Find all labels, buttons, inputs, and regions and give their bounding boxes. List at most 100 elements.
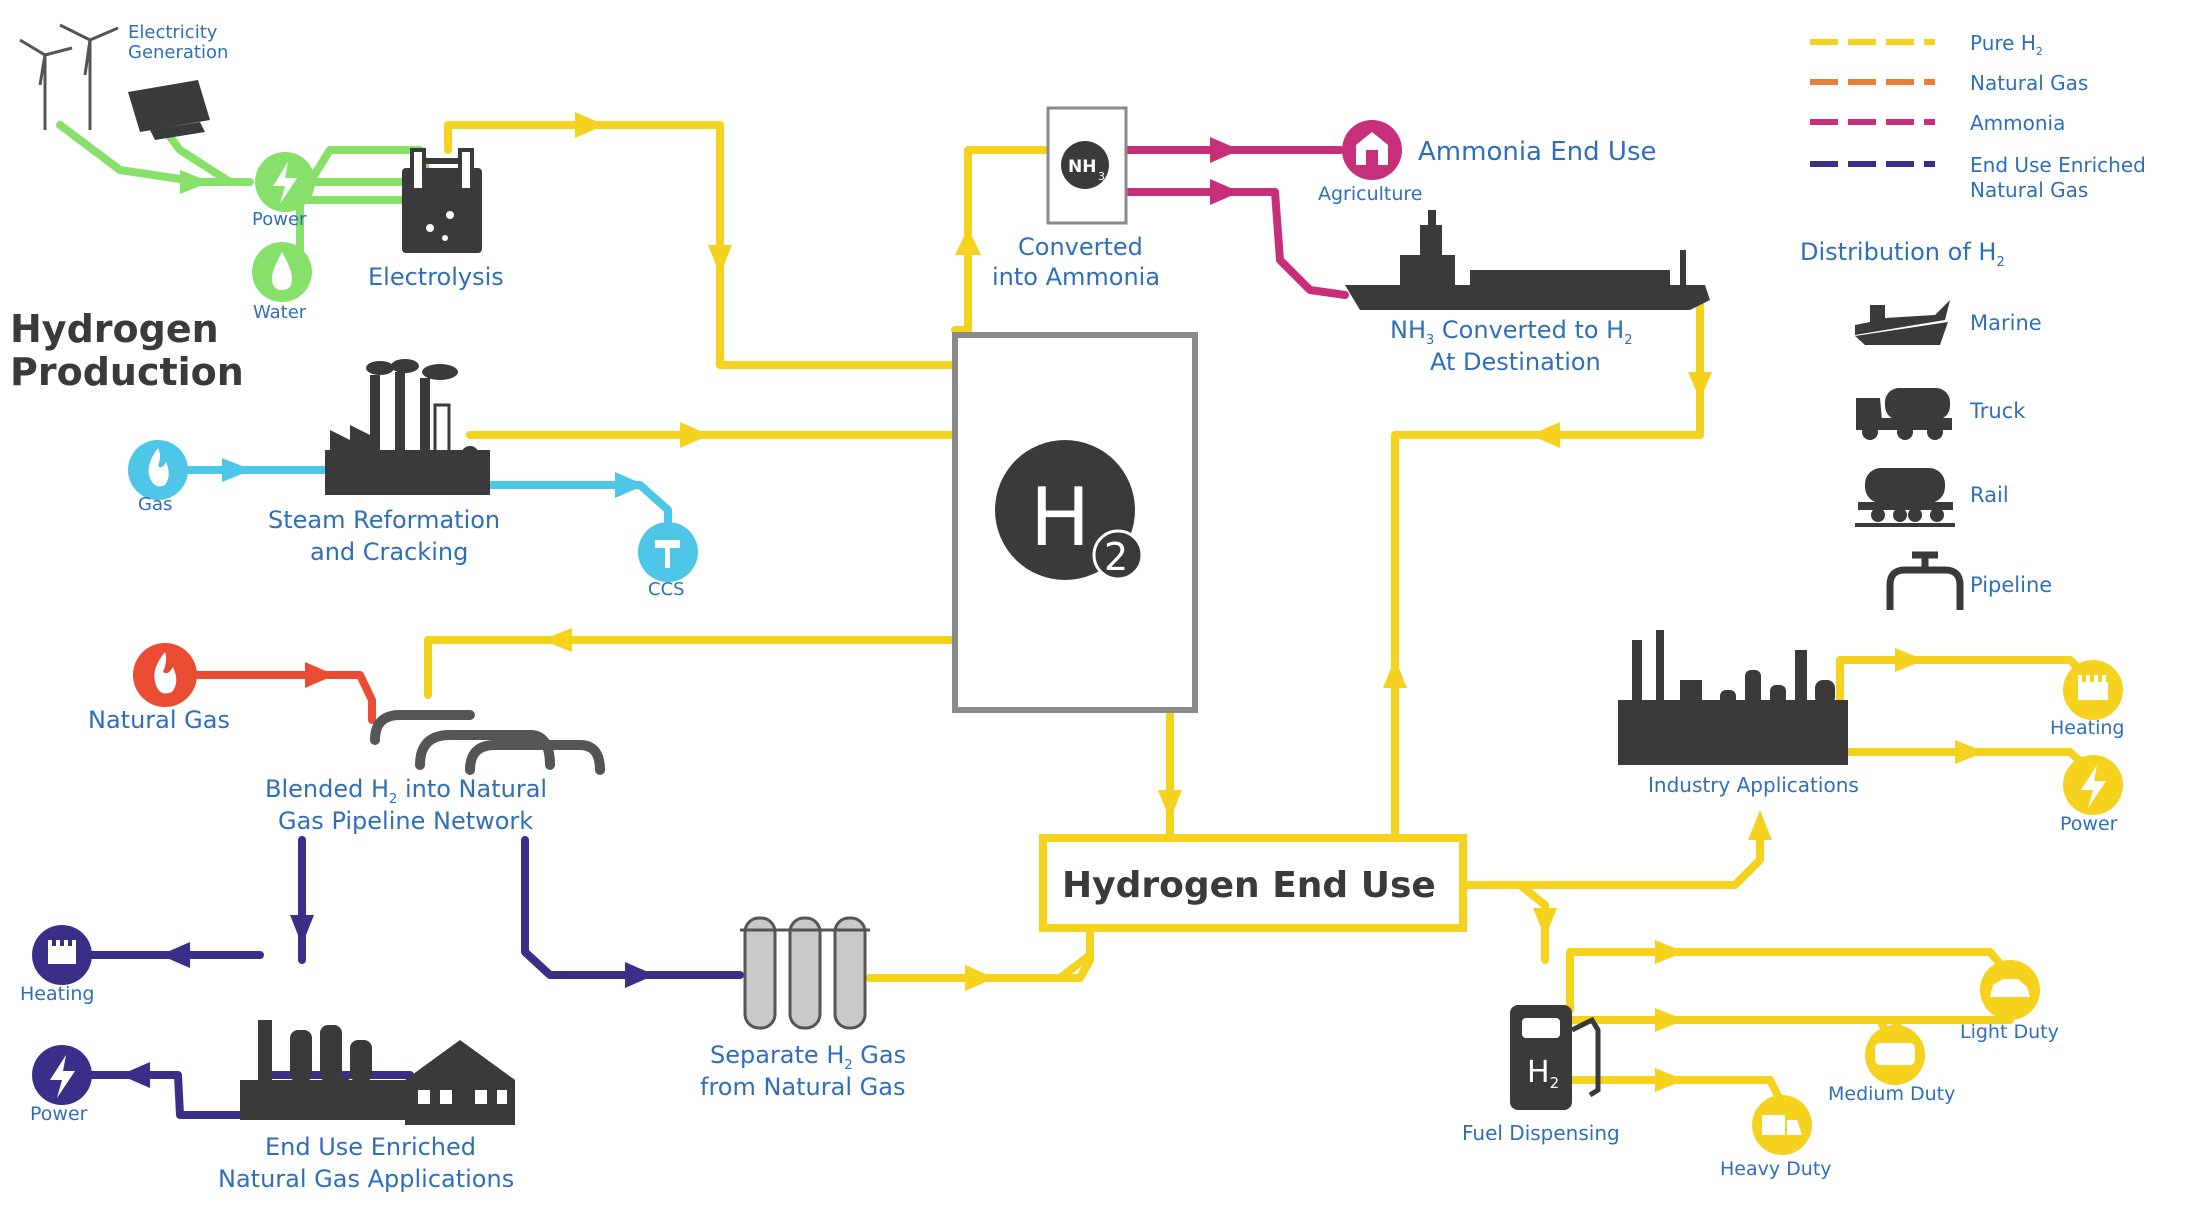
- arrow-right: [1655, 940, 1685, 964]
- h2-subscript: 2: [1104, 535, 1128, 579]
- distribution-marine: Marine: [1970, 311, 2042, 335]
- arrow-right: [1895, 648, 1925, 672]
- arrow-right: [1655, 1068, 1685, 1092]
- natural-gas-node: [133, 643, 197, 707]
- industry-heating-label: Heating: [2050, 717, 2124, 739]
- power-node-left: Power: [30, 1045, 92, 1125]
- arrow-right: [1655, 1008, 1685, 1032]
- arrow-right: [305, 662, 335, 688]
- gas-node: Gas: [128, 440, 188, 515]
- h2-symbol: H: [1030, 471, 1090, 564]
- electricity-generation-label-1: Electricity: [128, 22, 218, 43]
- barn-icon: [1356, 132, 1388, 165]
- arrow-right: [1210, 137, 1240, 163]
- radiator-icon: [2078, 675, 2108, 700]
- blended-label-2: Gas Pipeline Network: [278, 807, 533, 835]
- hydrogen-end-use-title: Hydrogen End Use: [1062, 865, 1436, 906]
- arrow-up: [1383, 658, 1407, 688]
- converted-label-1: Converted: [1018, 233, 1143, 261]
- fuel-pump-icon: H2: [1510, 1005, 1601, 1110]
- arrow-down: [1533, 908, 1557, 938]
- legend: Pure H2 Natural Gas Ammonia End Use Enri…: [1810, 31, 2146, 202]
- water-node: Water: [252, 242, 312, 323]
- power-node: Power: [252, 152, 315, 230]
- arrow-down: [290, 915, 314, 945]
- arrow-right: [680, 422, 710, 448]
- arrow-right: [180, 170, 210, 194]
- arrow-right: [965, 965, 995, 991]
- arrow-left: [160, 942, 190, 968]
- nh3-destination-line-1: NH3 Converted to H2: [1390, 316, 1633, 348]
- distribution-pipeline: Pipeline: [1970, 573, 2052, 597]
- radiator-icon: [48, 940, 76, 964]
- power-label: Power: [252, 209, 307, 230]
- electricity-lines: [56, 106, 434, 276]
- electrolysis-icon: [402, 148, 482, 253]
- industry-power-node: Power: [2060, 755, 2123, 835]
- flame-icon: [154, 652, 177, 694]
- pure-h2-lines: [424, 121, 2094, 1104]
- legend-label-enriched-2: Natural Gas: [1970, 178, 2088, 202]
- truck-icon: [1762, 1115, 1802, 1135]
- arrow-right: [625, 962, 655, 988]
- enriched-label-2: Natural Gas Applications: [218, 1165, 514, 1193]
- ship-icon: [1855, 300, 1950, 345]
- separate-label-1: Separate H2 Gas: [710, 1041, 906, 1073]
- title-line-1: Hydrogen: [10, 307, 219, 351]
- steam-reformation-label-2: and Cracking: [310, 538, 468, 566]
- truck-icon: [1856, 388, 1952, 440]
- separator-tanks-icon: [740, 916, 870, 1030]
- flame-icon: [148, 448, 169, 487]
- arrow-up: [955, 228, 981, 255]
- ccs-label: CCS: [648, 579, 685, 600]
- arrow-heads: [120, 112, 1985, 1092]
- title-line-2: Production: [10, 350, 244, 394]
- fuel-dispensing-label: Fuel Dispensing: [1462, 1121, 1620, 1145]
- pipeline-icon: [1886, 551, 1964, 610]
- ccs-icon: [655, 540, 680, 568]
- legend-label-enriched-1: End Use Enriched: [1970, 153, 2146, 177]
- natural-gas-label: Natural Gas: [88, 706, 230, 734]
- solar-panel-icon: [128, 80, 210, 140]
- arrow-down: [1158, 790, 1182, 820]
- wind-turbine-icon: [19, 23, 119, 130]
- lightning-icon: [50, 1055, 75, 1098]
- heavy-duty-node: [1752, 1095, 1812, 1155]
- arrow-right: [615, 472, 645, 498]
- medium-duty-node: [1865, 1025, 1925, 1085]
- lightning-icon: [273, 162, 297, 204]
- arrow-right: [575, 112, 605, 138]
- arrow-right: [222, 458, 252, 482]
- drop-icon: [272, 252, 292, 290]
- ammonia-end-use-label: Ammonia End Use: [1418, 137, 1657, 167]
- light-duty-node: [1980, 960, 2040, 1020]
- legend-label-natural-gas: Natural Gas: [1970, 71, 2088, 95]
- separate-label-2: from Natural Gas: [700, 1073, 905, 1101]
- h2-hub: H 2: [952, 332, 1198, 713]
- refinery-icon: [240, 1020, 410, 1120]
- blended-power-label: Power: [30, 1103, 88, 1125]
- arrow-right: [1955, 740, 1985, 764]
- distribution-truck: Truck: [1969, 399, 2026, 423]
- bus-icon: [1875, 1043, 1915, 1065]
- industry-label: Industry Applications: [1648, 773, 1859, 797]
- legend-label-ammonia: Ammonia: [1970, 111, 2065, 135]
- hydrogen-end-use-box: Hydrogen End Use: [1039, 834, 1467, 932]
- agriculture-node: [1342, 120, 1402, 180]
- nh3-destination-line-2: At Destination: [1430, 348, 1601, 376]
- arrow-right: [1210, 179, 1240, 205]
- ccs-node: CCS: [638, 522, 698, 600]
- house-icon: [405, 1040, 515, 1125]
- electrolysis-label: Electrolysis: [368, 263, 504, 291]
- electricity-generation-label-2: Generation: [128, 42, 228, 63]
- arrow-left: [120, 1062, 150, 1088]
- agriculture-label: Agriculture: [1318, 183, 1423, 205]
- arrow-left: [1530, 422, 1560, 448]
- water-label: Water: [253, 302, 307, 323]
- gas-label: Gas: [138, 494, 172, 515]
- blended-heating-label: Heating: [20, 983, 94, 1005]
- lightning-icon: [2081, 765, 2106, 808]
- arrow-up: [1748, 810, 1772, 840]
- tanker-ship-icon: [1345, 210, 1710, 310]
